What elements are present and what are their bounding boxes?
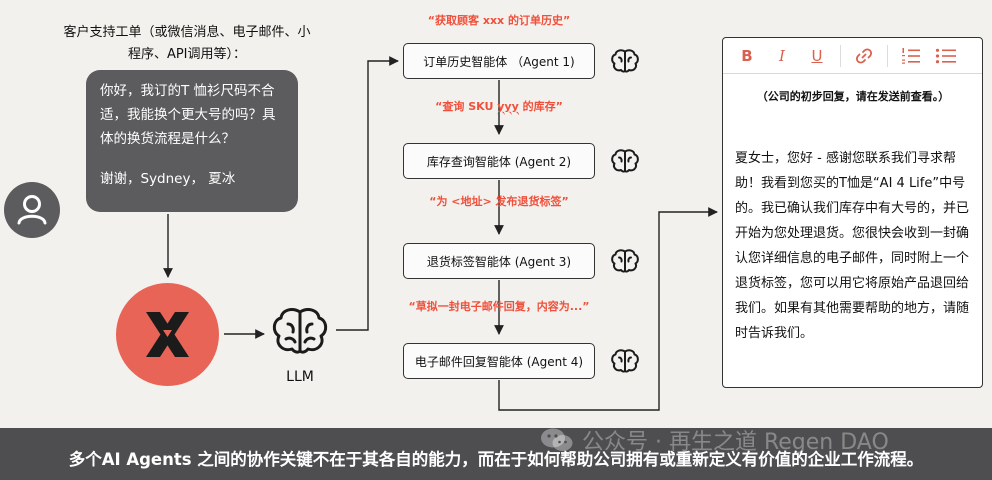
agent4-prompt: “草拟一封电子邮件回复，内容为...” (408, 300, 590, 313)
customer-signoff: 谢谢，Sydney， 夏冰 (100, 171, 236, 187)
agent3-prompt: “为 <地址> 发布退货标签” (429, 195, 569, 208)
italic-button[interactable]: I (779, 46, 785, 65)
customer-message-bubble: 你好，我订的T 恤衫尺码不合适，我能换个更大号的吗？具体的换货流程是什么？ 谢谢… (86, 70, 298, 212)
caption-bar (0, 428, 992, 480)
agent-4-label: 电子邮件回复智能体 (Agent 4) (414, 354, 584, 369)
arrow-llm-to-agents (336, 56, 399, 331)
bullet-list-icon[interactable] (934, 45, 958, 67)
brain-icon (610, 348, 640, 378)
caption-text: 多个AI Agents 之间的协作关键不在于其各自的能力，而在于如何帮助公司拥有… (68, 450, 924, 469)
agent-4-box: 电子邮件回复智能体 (Agent 4) (403, 343, 595, 379)
agent1-prompt: “获取顾客 xxx 的订单历史” (427, 14, 571, 27)
brain-icon (610, 148, 640, 178)
reply-editor[interactable]: B I U （公司的初步回复，请在发送前查看。） 夏女士，您好 - 感谢您联系我… (722, 37, 983, 388)
watermark: 公众号 · 再生之道 Regen DAO (540, 426, 980, 455)
agent-1-box: 订单历史智能体 （Agent 1) (403, 43, 595, 79)
editor-note: （公司的初步回复，请在发送前查看。） (756, 90, 950, 103)
agent-2-box: 库存查询智能体 (Agent 2) (403, 143, 595, 179)
agent-3-label: 退货标签智能体 (Agent 3) (426, 254, 572, 269)
toolbar-divider (887, 44, 888, 67)
channel-label: 客户支持工单（或微信消息、电子邮件、小程序、API调用等）： (63, 25, 311, 62)
watermark-text: 公众号 · 再生之道 Regen DAO (582, 430, 889, 455)
underline-button[interactable]: U (811, 46, 823, 65)
wechat-icon (541, 428, 573, 451)
x-logo-icon (116, 283, 219, 386)
agent-2-label: 库存查询智能体 (Agent 2) (426, 154, 572, 169)
arrow-agent4-to-editor (498, 207, 718, 411)
reply-text[interactable]: 夏女士，您好 - 感谢您联系我们寻求帮助！我看到您买的T恤是“AI 4 Life… (735, 151, 970, 341)
agent-1-label: 订单历史智能体 （Agent 1) (423, 54, 575, 69)
user-icon (4, 182, 60, 238)
editor-toolbar: B I U (723, 38, 982, 74)
bold-button[interactable]: B (741, 46, 753, 65)
customer-message: 你好，我订的T 恤衫尺码不合适，我能换个更大号的吗？具体的换货流程是什么？ (100, 83, 276, 147)
agent-3-box: 退货标签智能体 (Agent 3) (403, 243, 595, 279)
agent2-prompt: “查询 SKU yyy 的库存” (435, 100, 563, 113)
llm-label: LLM (286, 369, 314, 385)
ordered-list-icon[interactable] (899, 45, 923, 67)
toolbar-divider (840, 44, 841, 67)
brain-icon (610, 48, 640, 78)
brain-icon (270, 306, 330, 360)
brain-icon (610, 248, 640, 278)
link-icon[interactable] (852, 45, 876, 67)
